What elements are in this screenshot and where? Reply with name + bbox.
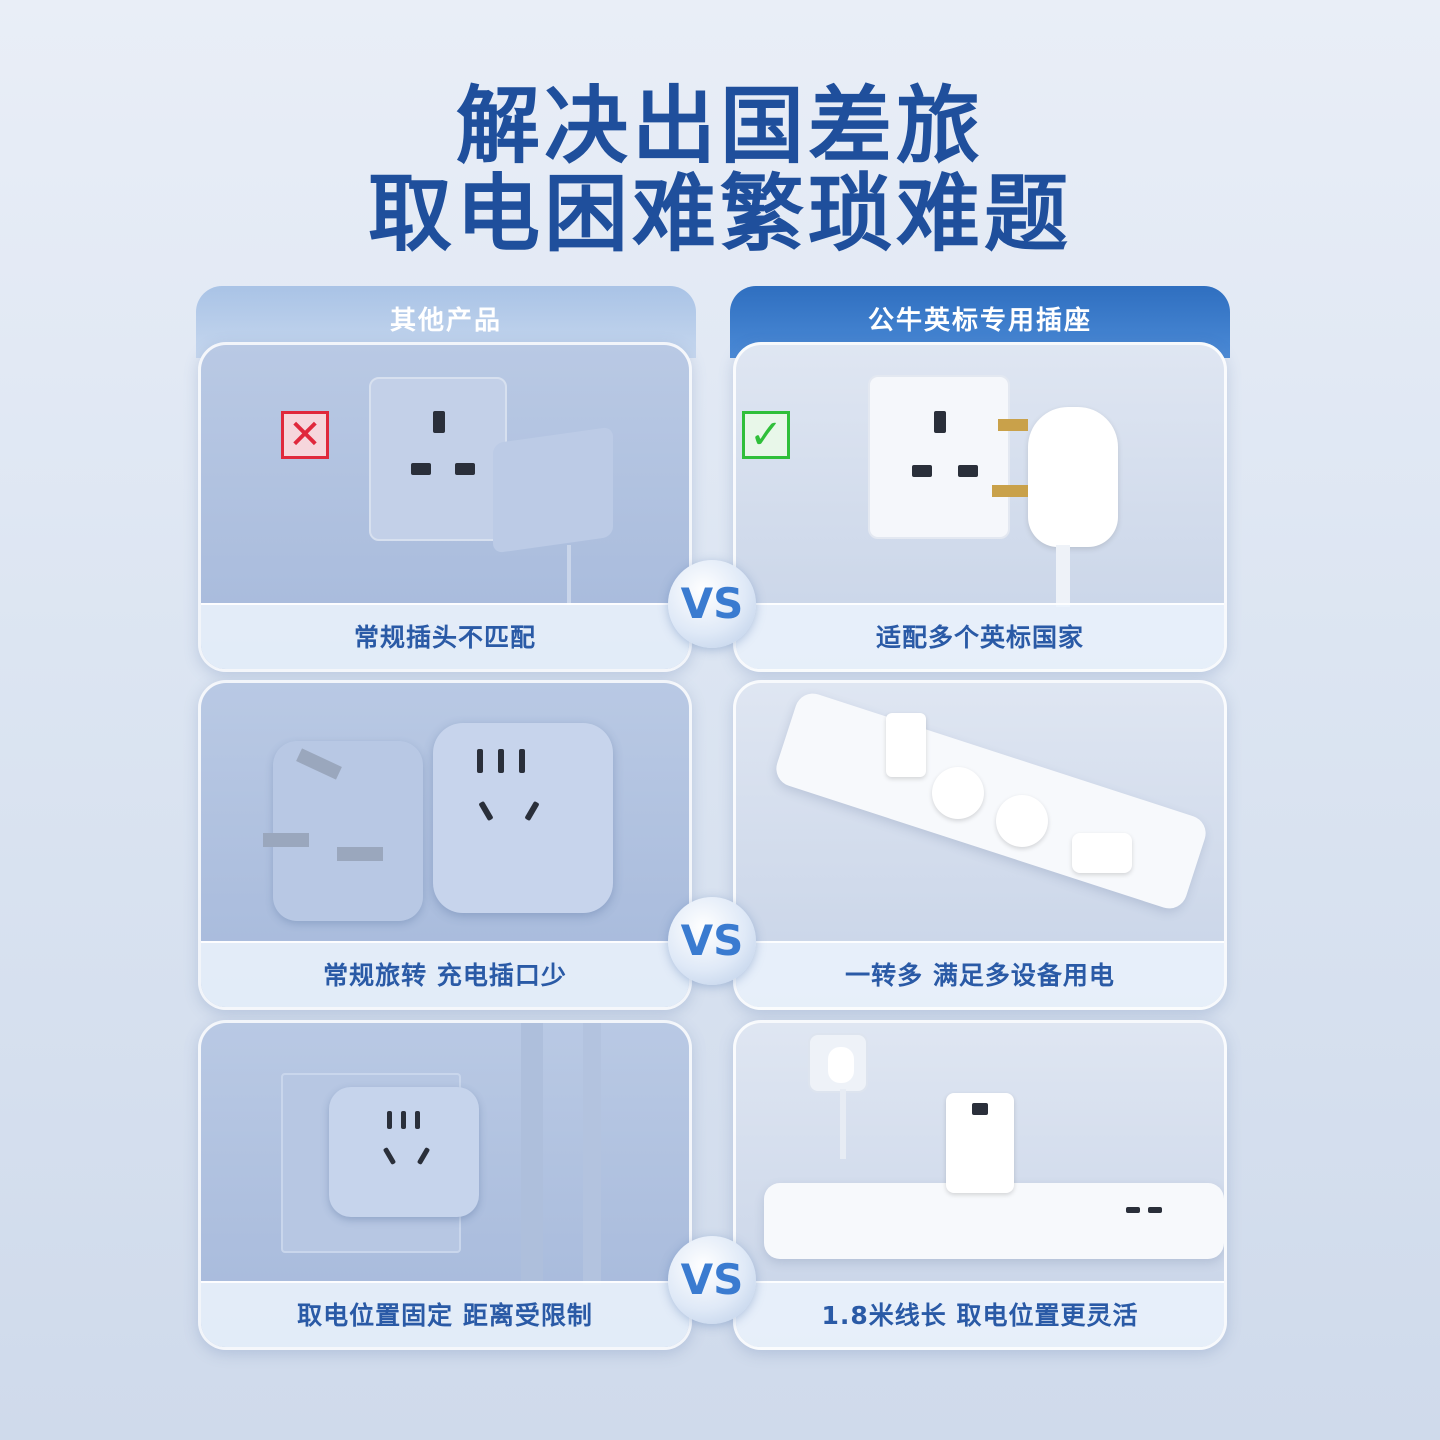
scene-long-cable-strip bbox=[736, 1023, 1224, 1285]
vs-badge-row3: VS bbox=[668, 1236, 756, 1324]
scene-wall-adapter bbox=[201, 1023, 689, 1285]
caption-left-row2: 常规旅转 充电插口少 bbox=[201, 941, 689, 1007]
wrong-mark-icon: ✕ bbox=[281, 411, 329, 459]
travel-adapter-image bbox=[493, 426, 613, 554]
power-strip-image bbox=[764, 1183, 1224, 1259]
vs-badge-row2: VS bbox=[668, 897, 756, 985]
right-mark-icon: ✓ bbox=[742, 411, 790, 459]
vs-badge-row1: VS bbox=[668, 560, 756, 648]
scene-uk-socket-mismatch: ✕ bbox=[201, 345, 689, 607]
scene-travel-converter bbox=[201, 683, 689, 945]
caption-left-row3: 取电位置固定 距离受限制 bbox=[201, 1281, 689, 1347]
cn-socket-adapter-image bbox=[329, 1087, 479, 1217]
scene-uk-plug-fit: ✓ bbox=[736, 345, 1224, 607]
uk-plug-image bbox=[1028, 407, 1118, 547]
power-strip-image bbox=[771, 688, 1211, 914]
page-title-line2: 取电困难繁琐难题 bbox=[367, 165, 1072, 263]
wall-socket-image bbox=[369, 377, 507, 541]
panel-bull-long-cable: 1.8米线长 取电位置更灵活 bbox=[733, 1020, 1227, 1350]
panel-bull-multi-country: ✓ 适配多个英标国家 bbox=[733, 342, 1227, 672]
caption-left-row1: 常规插头不匹配 bbox=[201, 603, 689, 669]
caption-right-row1: 适配多个英标国家 bbox=[736, 603, 1224, 669]
panel-other-fixed-location: 取电位置固定 距离受限制 bbox=[198, 1020, 692, 1350]
panel-other-few-ports: 常规旅转 充电插口少 bbox=[198, 680, 692, 1010]
scene-power-strip-devices bbox=[736, 683, 1224, 945]
panel-bull-multi-device: 一转多 满足多设备用电 bbox=[733, 680, 1227, 1010]
wall-socket-image bbox=[868, 375, 1010, 539]
caption-right-row3: 1.8米线长 取电位置更灵活 bbox=[736, 1281, 1224, 1347]
panel-other-plug-mismatch: ✕ 常规插头不匹配 bbox=[198, 342, 692, 672]
page-title-line1: 解决出国差旅 bbox=[455, 77, 984, 175]
uk-adapter-image bbox=[273, 741, 423, 921]
caption-right-row2: 一转多 满足多设备用电 bbox=[736, 941, 1224, 1007]
